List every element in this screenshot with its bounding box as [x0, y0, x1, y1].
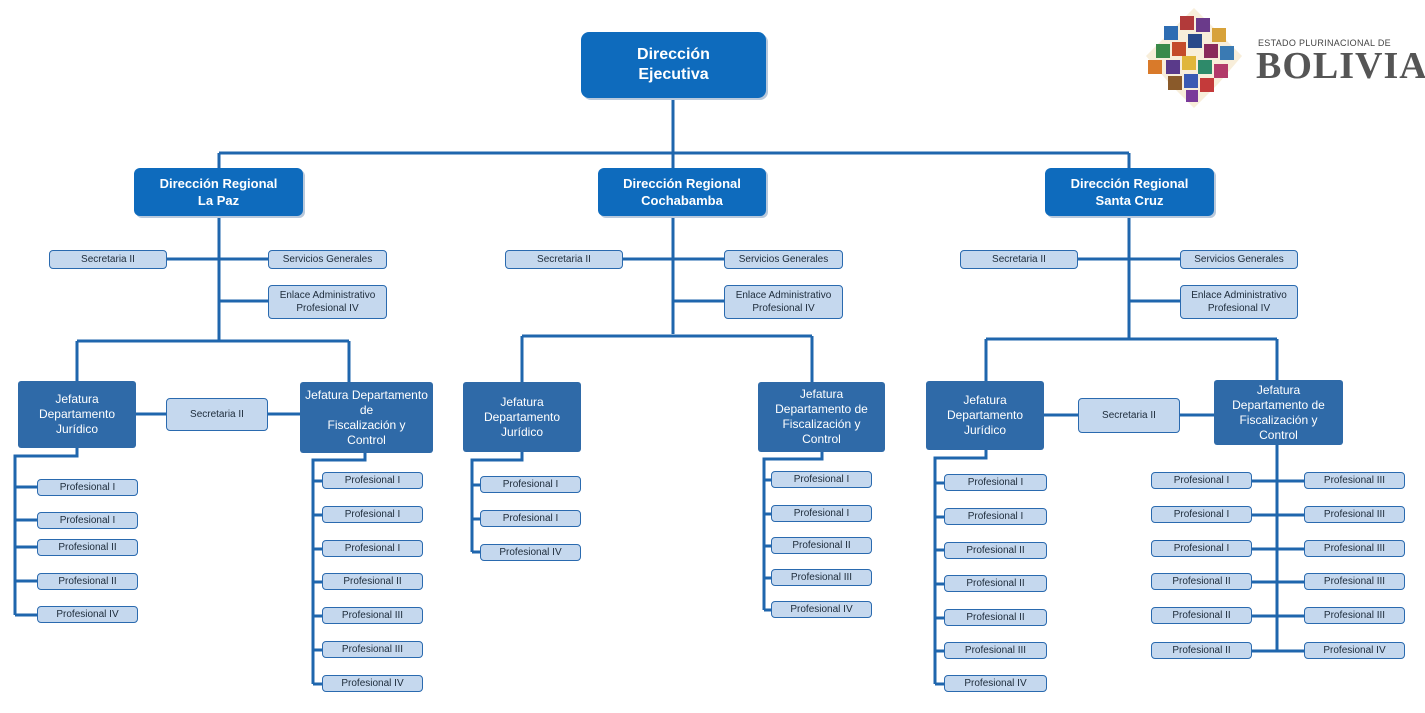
scz-dept-secretaria-box: Secretaria II [1078, 398, 1180, 433]
staff-box: Profesional I [37, 479, 138, 496]
staff-box: Profesional II [37, 573, 138, 590]
staff-box: Profesional II [1151, 573, 1252, 590]
staff-box: Profesional I [1151, 506, 1252, 523]
connector-scz-fis-staff [1269, 445, 1304, 653]
lapaz-juridico-box: Jefatura Departamento Jurídico [18, 381, 136, 448]
connector-lapaz-fis-staff [311, 453, 367, 686]
staff-box: Profesional II [1151, 607, 1252, 624]
cbba-servicios-box: Servicios Generales [724, 250, 843, 269]
scz-servicios-box: Servicios Generales [1180, 250, 1298, 269]
connector-cbba-fis-staff [762, 452, 824, 612]
connector-cbba-jur-staff [470, 452, 524, 554]
staff-box: Profesional I [1151, 540, 1252, 557]
staff-box: Profesional I [37, 512, 138, 529]
staff-box: Profesional I [480, 510, 581, 527]
lapaz-fiscalizacion-box: Jefatura Departamento de Fiscalización y… [300, 382, 433, 453]
staff-box: Profesional III [322, 607, 423, 624]
region-cochabamba-box: Dirección Regional Cochabamba [598, 168, 766, 216]
connector-cbba-depts [520, 334, 814, 382]
staff-box: Profesional III [944, 642, 1047, 659]
staff-box: Profesional II [1151, 642, 1252, 659]
staff-box: Profesional II [944, 609, 1047, 626]
staff-box: Profesional III [771, 569, 872, 586]
staff-box: Profesional II [944, 575, 1047, 592]
staff-box: Profesional II [944, 542, 1047, 559]
scz-juridico-box: Jefatura Departamento Jurídico [926, 381, 1044, 450]
lapaz-secretaria-box: Secretaria II [49, 250, 167, 269]
direccion-ejecutiva-box: Dirección Ejecutiva [581, 32, 766, 98]
logo-title: BOLIVIA [1256, 45, 1425, 87]
staff-box: Profesional IV [944, 675, 1047, 692]
scz-enlace-box: Enlace Administrativo Profesional IV [1180, 285, 1298, 319]
connector-lapaz-jur-staff [13, 448, 79, 617]
staff-box: Profesional IV [771, 601, 872, 618]
staff-box: Profesional I [1151, 472, 1252, 489]
lapaz-servicios-box: Servicios Generales [268, 250, 387, 269]
staff-box: Profesional III [1304, 540, 1405, 557]
staff-box: Profesional IV [37, 606, 138, 623]
staff-box: Profesional III [1304, 472, 1405, 489]
scz-fiscalizacion-box: Jefatura Departamento de Fiscalización y… [1214, 380, 1343, 445]
bolivia-logo: ESTADO PLURINACIONAL DE BOLIVIA [1138, 6, 1425, 110]
staff-box: Profesional II [771, 537, 872, 554]
region-la-paz-box: Dirección Regional La Paz [134, 168, 303, 216]
logo-subtitle: ESTADO PLURINACIONAL DE [1258, 38, 1391, 48]
region-santa-cruz-box: Dirección Regional Santa Cruz [1045, 168, 1214, 216]
staff-box: Profesional III [1304, 607, 1405, 624]
staff-box: Profesional II [322, 573, 423, 590]
connector-scz-depts [984, 337, 1279, 382]
connector-lapaz-depts [75, 339, 351, 382]
staff-box: Profesional II [37, 539, 138, 556]
lapaz-dept-secretaria-box: Secretaria II [166, 398, 268, 431]
staff-box: Profesional I [322, 472, 423, 489]
scz-secretaria-box: Secretaria II [960, 250, 1078, 269]
staff-box: Profesional I [322, 540, 423, 557]
staff-box: Profesional I [944, 508, 1047, 525]
staff-box: Profesional III [322, 641, 423, 658]
connector-scz-jur-staff [933, 450, 988, 686]
staff-box: Profesional I [480, 476, 581, 493]
cbba-juridico-box: Jefatura Departamento Jurídico [463, 382, 581, 452]
staff-box: Profesional III [1304, 573, 1405, 590]
staff-box: Profesional III [1304, 506, 1405, 523]
staff-box: Profesional I [771, 471, 872, 488]
staff-box: Profesional I [322, 506, 423, 523]
staff-box: Profesional IV [1304, 642, 1405, 659]
lapaz-enlace-box: Enlace Administrativo Profesional IV [268, 285, 387, 319]
staff-box: Profesional I [771, 505, 872, 522]
staff-box: Profesional I [944, 474, 1047, 491]
cbba-enlace-box: Enlace Administrativo Profesional IV [724, 285, 843, 319]
cbba-secretaria-box: Secretaria II [505, 250, 623, 269]
staff-box: Profesional IV [322, 675, 423, 692]
staff-box: Profesional IV [480, 544, 581, 561]
logo-mosaic-icon [1146, 8, 1242, 108]
cbba-fiscalizacion-box: Jefatura Departamento de Fiscalización y… [758, 382, 885, 452]
